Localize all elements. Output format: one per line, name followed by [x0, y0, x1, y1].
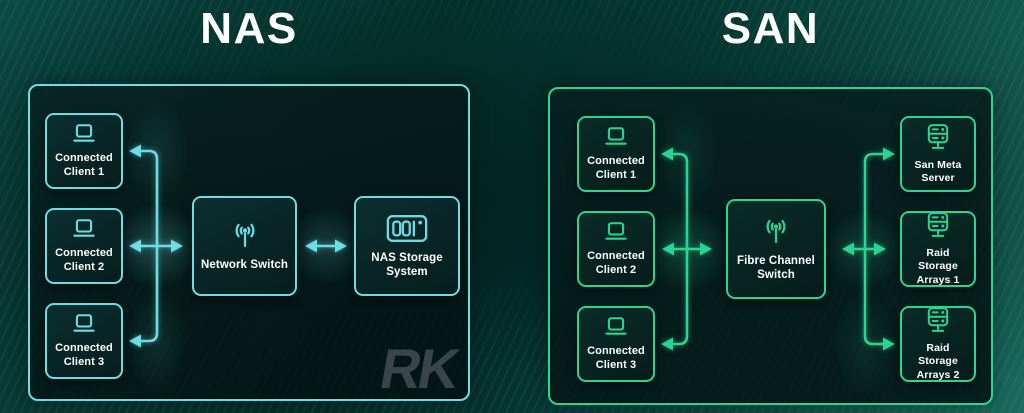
node-label: Connected Client 3: [587, 344, 645, 371]
laptop-icon: [601, 126, 631, 148]
nas-connected-client-1-node: Connected Client 1: [45, 113, 123, 189]
laptop-icon: [69, 123, 99, 145]
nas-storage-icon: [385, 213, 429, 244]
node-label: San Meta Server: [914, 158, 962, 184]
server-icon: [922, 123, 954, 152]
node-label: Connected Client 1: [587, 154, 645, 181]
laptop-icon: [69, 313, 99, 335]
server-icon: [922, 306, 954, 335]
nas-storage-system-node: NAS Storage System: [354, 196, 460, 296]
san-connected-client-2-node: Connected Client 2: [577, 211, 655, 287]
node-label: Network Switch: [200, 258, 289, 271]
wireless-antenna-icon: [227, 220, 263, 251]
nas-connected-client-3-node: Connected Client 3: [45, 303, 123, 379]
node-label: Raid Storage Arrays 2: [916, 342, 960, 381]
nas-client-switch-arrow: [129, 239, 183, 253]
san-raid-storage-arrays-1-node: Raid Storage Arrays 1: [900, 211, 976, 287]
server-icon: [922, 211, 954, 240]
laptop-icon: [601, 221, 631, 243]
laptop-icon: [601, 316, 631, 338]
nas-network-switch-node: Network Switch: [192, 196, 297, 296]
san-fibre-channel-switch-node: Fibre Channel Switch: [726, 199, 826, 299]
node-label: Connected Client 2: [55, 246, 113, 273]
san-raid-storage-arrays-2-node: Raid Storage Arrays 2: [900, 306, 976, 382]
san-connected-client-1-node: Connected Client 1: [577, 116, 655, 192]
nas-connectors: [129, 144, 347, 348]
san-meta-server-node: San Meta Server: [900, 116, 976, 192]
node-label: NAS Storage System: [371, 251, 443, 278]
node-label: Connected Client 2: [587, 249, 645, 276]
san-title: SAN: [721, 4, 820, 53]
nas-connected-client-2-node: Connected Client 2: [45, 208, 123, 284]
nas-panel: Connected Client 1 Connected Client 2 Co…: [28, 84, 470, 401]
node-label: Raid Storage Arrays 1: [916, 247, 960, 286]
laptop-icon: [69, 218, 99, 240]
nas-title: NAS: [200, 4, 298, 53]
rk-watermark-logo: RK: [375, 337, 462, 400]
san-connected-client-3-node: Connected Client 3: [577, 306, 655, 382]
node-label: Connected Client 3: [55, 341, 113, 368]
nas-switch-storage-arrow: [305, 239, 347, 253]
san-panel: Connected Client 1 Connected Client 2 Co…: [548, 87, 993, 405]
wireless-antenna-icon: [758, 216, 794, 247]
san-storage-bus-connector: [863, 147, 895, 351]
node-label: Connected Client 1: [55, 151, 113, 178]
san-connectors: [661, 147, 895, 351]
san-client-switch-arrow: [662, 242, 712, 256]
node-label: Fibre Channel Switch: [737, 254, 815, 281]
